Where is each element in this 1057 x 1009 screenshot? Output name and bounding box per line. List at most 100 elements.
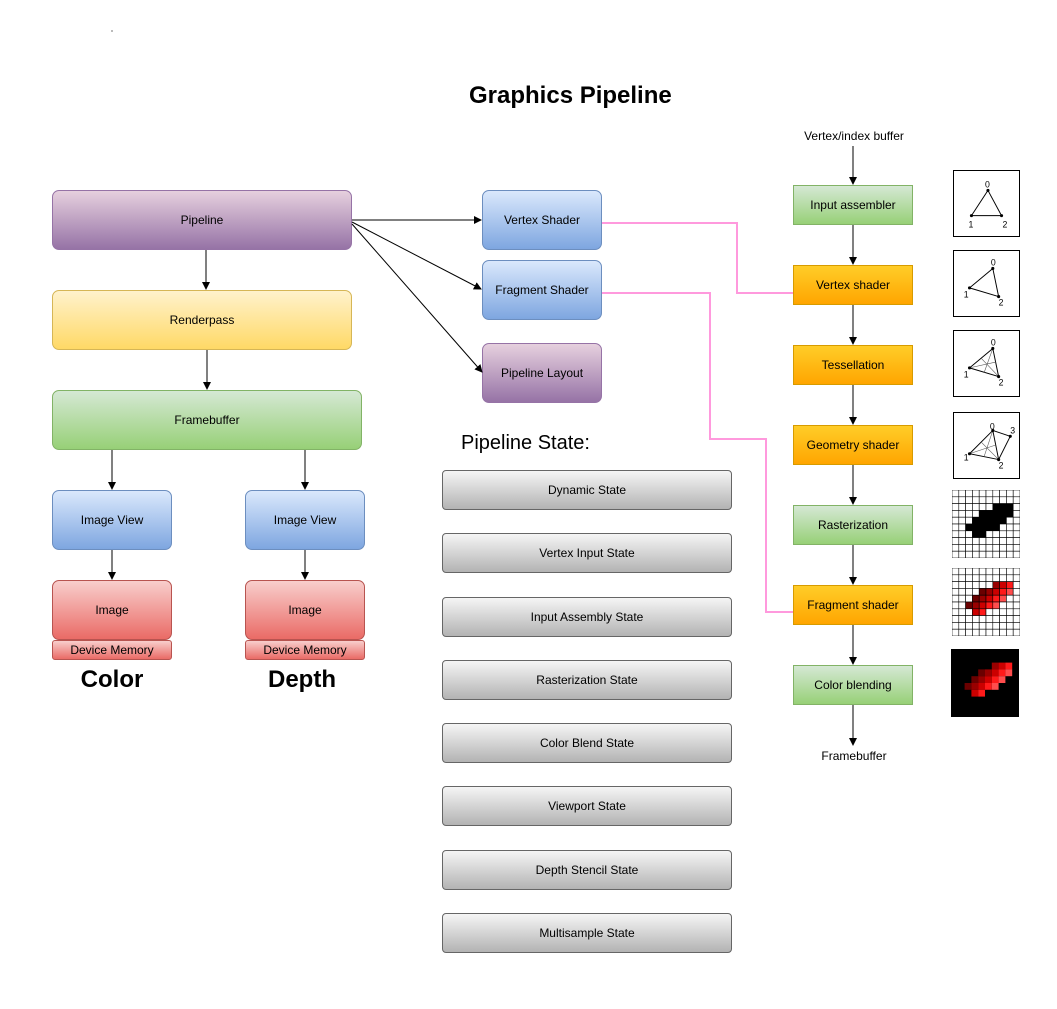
pixel-cell [965, 516, 973, 525]
renderpass-node[interactable]: Renderpass [52, 290, 352, 350]
state-input-assembly[interactable]: Input Assembly State [442, 597, 732, 637]
pixel-cell [1012, 523, 1020, 532]
stage-input-assembler[interactable]: Input assembler [793, 185, 913, 225]
pixel-cell [992, 615, 1000, 623]
pixel-cell [952, 544, 960, 552]
pixel-cell [972, 594, 980, 603]
pixel-cell [965, 530, 973, 538]
framebuffer-node[interactable]: Framebuffer [52, 390, 362, 450]
pixel-cell [972, 544, 980, 552]
state-depth-stencil[interactable]: Depth Stencil State [442, 850, 732, 890]
pixel-cell [992, 628, 1000, 636]
state-viewport[interactable]: Viewport State [442, 786, 732, 826]
pixel-cell [958, 503, 966, 511]
pixel-cell [985, 490, 994, 498]
pixel-cell [992, 523, 1000, 532]
svg-text:1: 1 [964, 290, 969, 300]
pixel-cell [999, 601, 1007, 610]
pixel-cell [978, 622, 987, 630]
pixel-cell [958, 510, 966, 518]
state-color-blend[interactable]: Color Blend State [442, 723, 732, 763]
pixel-cell [999, 516, 1007, 525]
pixel-cell [999, 510, 1007, 518]
depth-image-node[interactable]: Image [245, 580, 365, 640]
pixel-cell [952, 568, 960, 576]
svg-text:2: 2 [999, 377, 1004, 387]
state-multisample[interactable]: Multisample State [442, 913, 732, 953]
vertex-shader-module[interactable]: Vertex Shader [482, 190, 602, 250]
pixel-cell [965, 622, 973, 630]
pixel-cell [985, 574, 994, 582]
pixel-cell [1012, 516, 1020, 525]
pixel-cell [965, 628, 973, 636]
svg-text:0: 0 [990, 421, 995, 431]
pixel-cell [958, 550, 966, 558]
pixel-cell [985, 669, 992, 677]
svg-text:1: 1 [969, 219, 974, 229]
pixel-cell [985, 568, 994, 576]
pixel-cell [964, 683, 972, 690]
link-fragment-shader [602, 292, 793, 613]
pixel-cell [952, 615, 960, 623]
pixel-cell [985, 503, 994, 511]
pixel-cell [999, 568, 1007, 576]
pixel-cell [999, 550, 1007, 558]
pixel-cell [999, 622, 1007, 630]
stage-tessellation[interactable]: Tessellation [793, 345, 913, 385]
pixel-cell [999, 503, 1007, 511]
stage-rasterization[interactable]: Rasterization [793, 505, 913, 545]
pixel-cell [992, 503, 1000, 511]
pixel-cell [1012, 530, 1020, 538]
pixel-cell [965, 496, 973, 504]
pixel-cell [952, 503, 960, 511]
pixel-cell [958, 622, 966, 630]
pixel-cell [992, 588, 1000, 596]
pixel-cell [991, 683, 999, 690]
pixel-cell [952, 581, 960, 589]
state-dynamic[interactable]: Dynamic State [442, 470, 732, 510]
stage-vertex-shader[interactable]: Vertex shader [793, 265, 913, 305]
fragment-shader-module[interactable]: Fragment Shader [482, 260, 602, 320]
pixel-cell [978, 490, 987, 498]
pixel-cell [952, 496, 960, 504]
depth-device-memory[interactable]: Device Memory [245, 640, 365, 660]
state-vertex-input[interactable]: Vertex Input State [442, 533, 732, 573]
color-image-node[interactable]: Image [52, 580, 172, 640]
pixel-cell [972, 530, 980, 538]
state-rasterization[interactable]: Rasterization State [442, 660, 732, 700]
color-image-view-node[interactable]: Image View [52, 490, 172, 550]
pixel-cell [965, 537, 973, 545]
pixel-cell [992, 601, 1000, 610]
stage-geometry-shader[interactable]: Geometry shader [793, 425, 913, 465]
pixel-cell [958, 544, 966, 552]
stage-fragment-shader[interactable]: Fragment shader [793, 585, 913, 625]
pixel-cell [978, 568, 987, 576]
pixel-cell [1012, 594, 1020, 603]
arrow-pipeline-fragment-shader [351, 221, 482, 290]
pixel-cell [972, 581, 980, 589]
pipeline-node[interactable]: Pipeline [52, 190, 352, 250]
pixel-cell [978, 588, 987, 596]
pixel-cell [978, 594, 987, 603]
pixel-cell [985, 516, 994, 525]
pipeline-layout-node[interactable]: Pipeline Layout [482, 343, 602, 403]
svg-text:1: 1 [964, 453, 969, 463]
thumb-color-blending [951, 649, 1019, 717]
pixel-cell [952, 490, 960, 498]
svg-text:2: 2 [999, 297, 1004, 307]
pixel-cell [958, 581, 966, 589]
pixel-cell [1012, 608, 1020, 616]
pixel-cell [1012, 537, 1020, 545]
pipeline-state-heading: Pipeline State: [461, 432, 590, 454]
pixel-cell [971, 689, 979, 697]
pixel-cell [992, 510, 1000, 518]
pixel-cell [958, 568, 966, 576]
pixel-cell [978, 581, 987, 589]
stage-color-blending[interactable]: Color blending [793, 665, 913, 705]
color-device-memory[interactable]: Device Memory [52, 640, 172, 660]
pixel-cell [958, 523, 966, 532]
depth-image-view-node[interactable]: Image View [245, 490, 365, 550]
pixel-cell [1006, 615, 1014, 623]
pixel-cell [992, 568, 1000, 576]
pixel-cell [952, 574, 960, 582]
